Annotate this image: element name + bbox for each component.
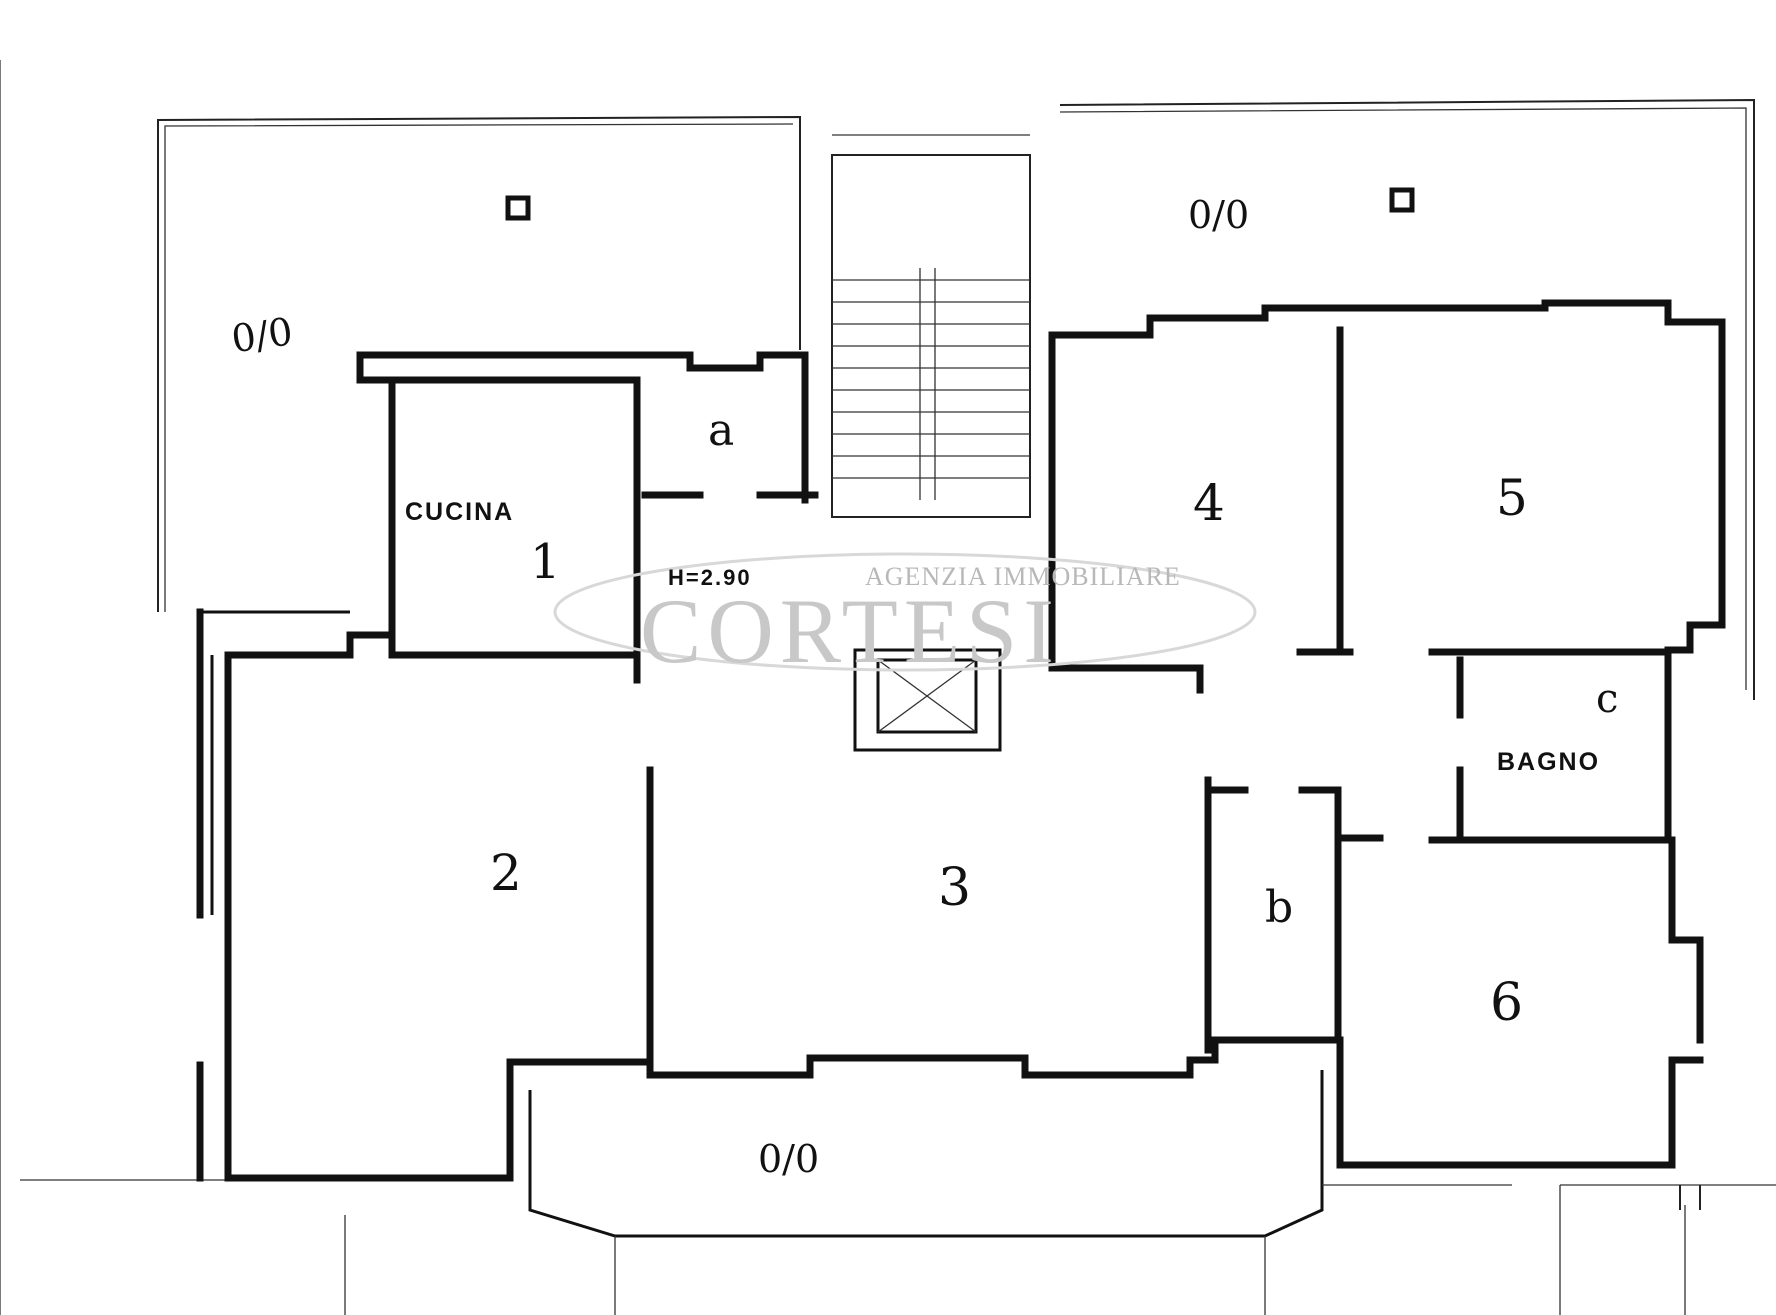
watermark: AGENZIA IMMOBILIARE CORTESI bbox=[553, 552, 1257, 682]
column-right bbox=[1389, 187, 1415, 213]
terrace-top-left-label: 0/0 bbox=[229, 309, 296, 361]
terrace-outlines bbox=[0, 60, 1776, 1315]
terrace-bottom-label: 0/0 bbox=[758, 1137, 819, 1181]
room-6-label: 6 bbox=[1490, 973, 1523, 1033]
watermark-name: CORTESI bbox=[640, 580, 1060, 682]
room-b-label: b bbox=[1265, 882, 1293, 933]
lift-shaft bbox=[853, 648, 1002, 752]
staircase bbox=[831, 134, 1031, 518]
room-c-label: c bbox=[1596, 676, 1618, 722]
room-4-label: 4 bbox=[1193, 474, 1225, 532]
room-2-label: 2 bbox=[490, 844, 522, 902]
watermark-agency-line: AGENZIA IMMOBILIARE bbox=[865, 562, 1181, 591]
bathroom-name-label: BAGNO bbox=[1497, 748, 1600, 776]
ceiling-height-note: H=2.90 bbox=[668, 565, 752, 590]
room-labels: 0/0 0/0 0/0 CUCINA 1 2 3 4 5 6 a b c BAG… bbox=[229, 193, 1619, 1181]
room-a-label: a bbox=[708, 405, 734, 456]
kitchen-name-label: CUCINA bbox=[405, 498, 514, 526]
terrace-top-right-label: 0/0 bbox=[1188, 193, 1249, 237]
column-left bbox=[505, 195, 531, 221]
room-1-label: 1 bbox=[530, 534, 561, 590]
room-5-label: 5 bbox=[1496, 469, 1528, 527]
apartment-walls bbox=[196, 299, 1726, 1182]
room-3-label: 3 bbox=[938, 858, 971, 918]
